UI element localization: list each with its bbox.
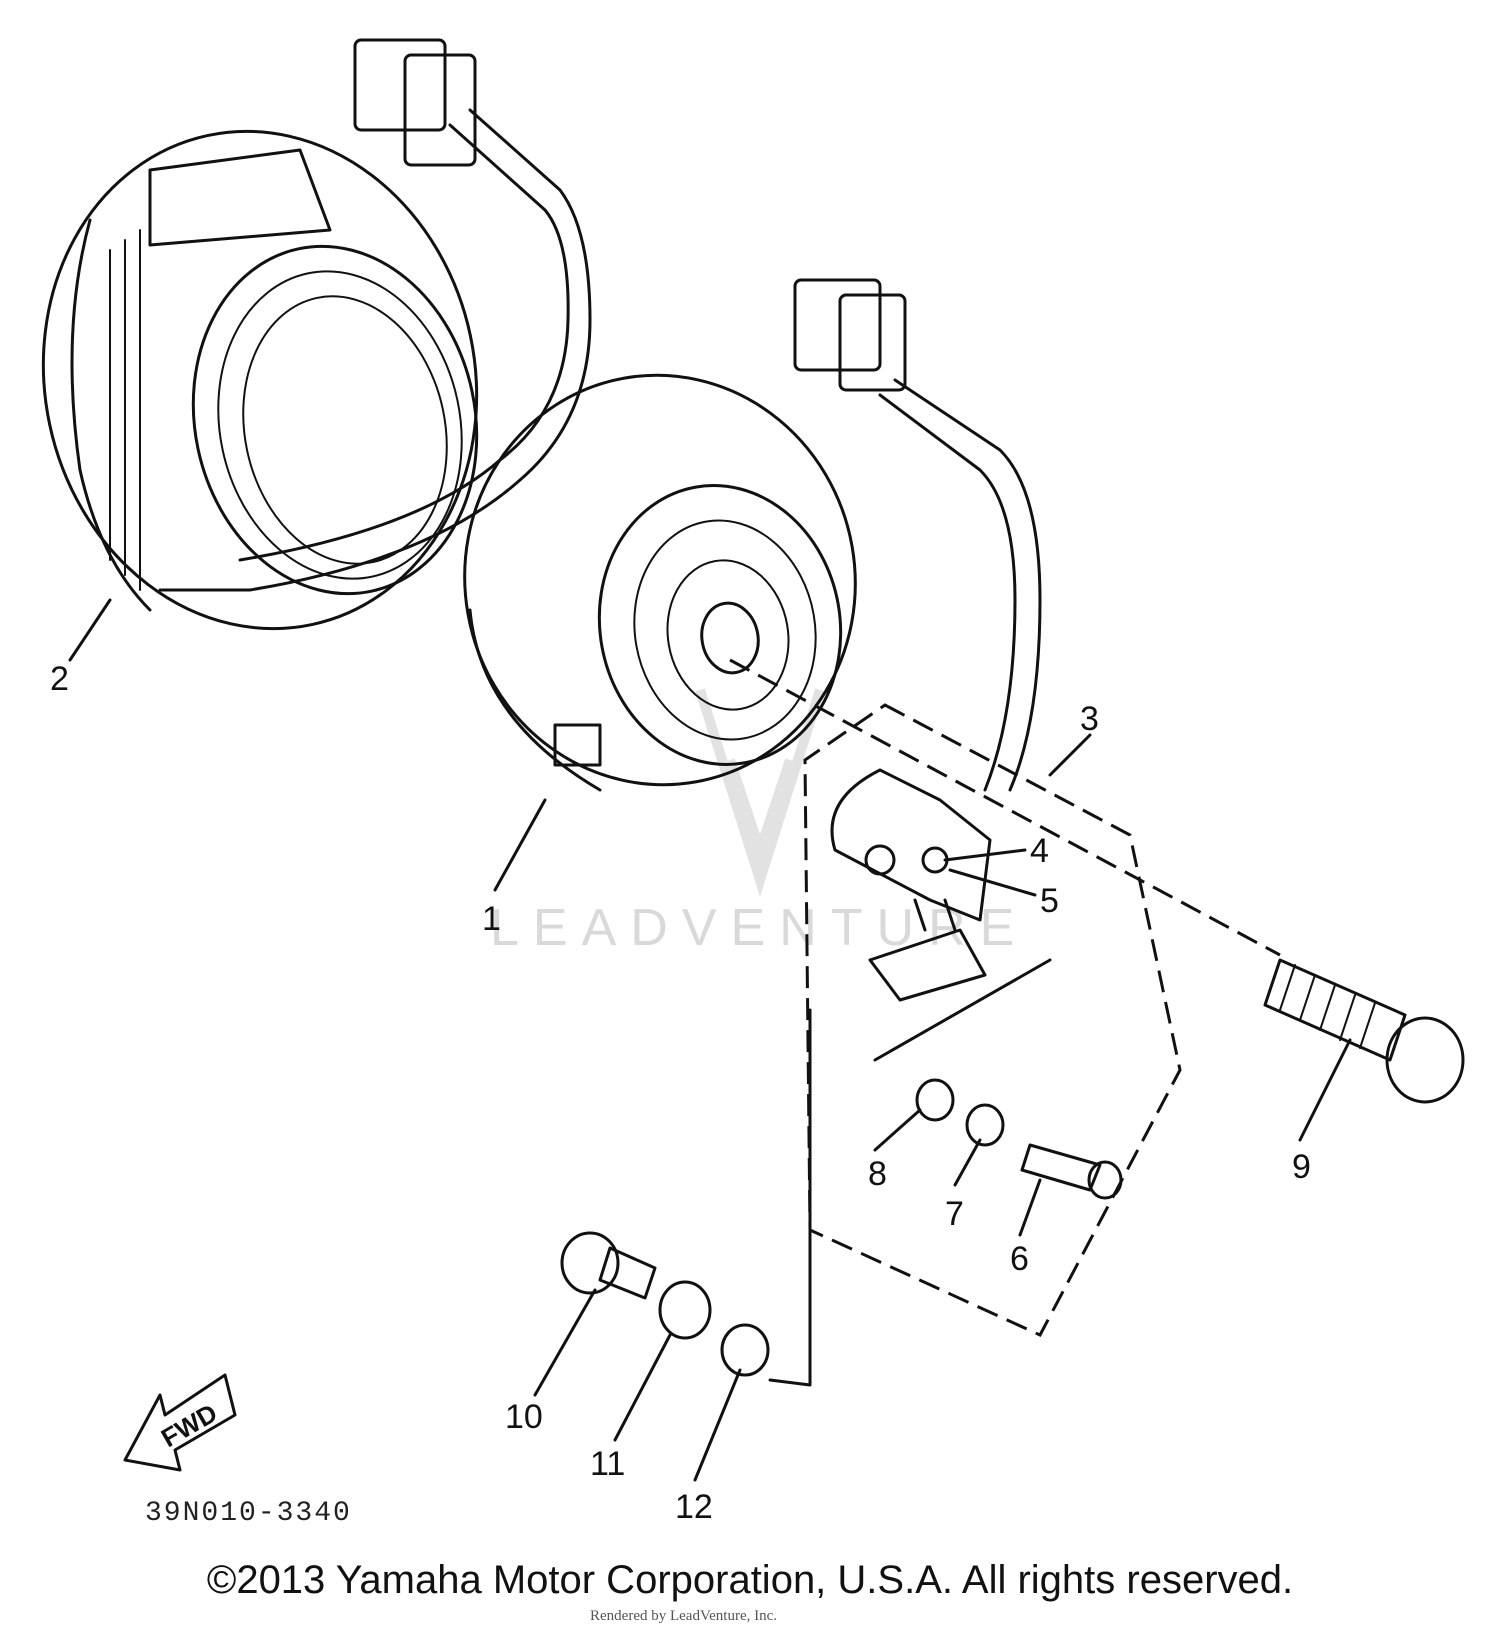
washer-11 <box>658 1280 712 1340</box>
washer-8 <box>915 1078 955 1122</box>
render-credit: Rendered by LeadVenture, Inc. <box>590 1608 778 1624</box>
callout-4: 4 <box>1030 832 1049 870</box>
bolt-9 <box>1263 958 1465 1104</box>
callout-3: 3 <box>1080 700 1099 738</box>
washer-12 <box>720 1323 770 1377</box>
callout-11: 11 <box>590 1445 625 1483</box>
callout-6: 6 <box>1010 1240 1029 1278</box>
copyright-notice: ©2013 Yamaha Motor Corporation, U.S.A. A… <box>206 1558 1294 1602</box>
fwd-label: FWD <box>156 1398 222 1454</box>
callout-10: 10 <box>505 1398 543 1436</box>
callout-1: 1 <box>482 900 501 938</box>
callout-12: 12 <box>675 1488 713 1526</box>
callout-2: 2 <box>50 660 69 698</box>
assembly-axis <box>729 658 1281 957</box>
pickup-coil-assembly <box>803 703 1182 1337</box>
diagram-part-code: 39N010-3340 <box>145 1498 352 1529</box>
leader-lines <box>68 598 1352 1482</box>
watermark: LEADVENTURE <box>490 688 1028 957</box>
callout-5: 5 <box>1040 882 1059 920</box>
stator-housing <box>41 129 479 631</box>
callout-8: 8 <box>868 1155 887 1193</box>
pickup-coil-wire <box>793 278 1042 792</box>
washer-7 <box>965 1103 1005 1147</box>
watermark-text: LEADVENTURE <box>490 899 1028 957</box>
stator-wire <box>158 38 592 592</box>
group-bracket <box>768 1008 812 1387</box>
callout-9: 9 <box>1292 1148 1311 1186</box>
callout-7: 7 <box>945 1195 964 1233</box>
screw-6 <box>1020 1143 1123 1200</box>
rotor <box>463 373 857 792</box>
fwd-arrow-icon: FWD <box>123 1373 237 1472</box>
screw-10 <box>560 1231 657 1300</box>
